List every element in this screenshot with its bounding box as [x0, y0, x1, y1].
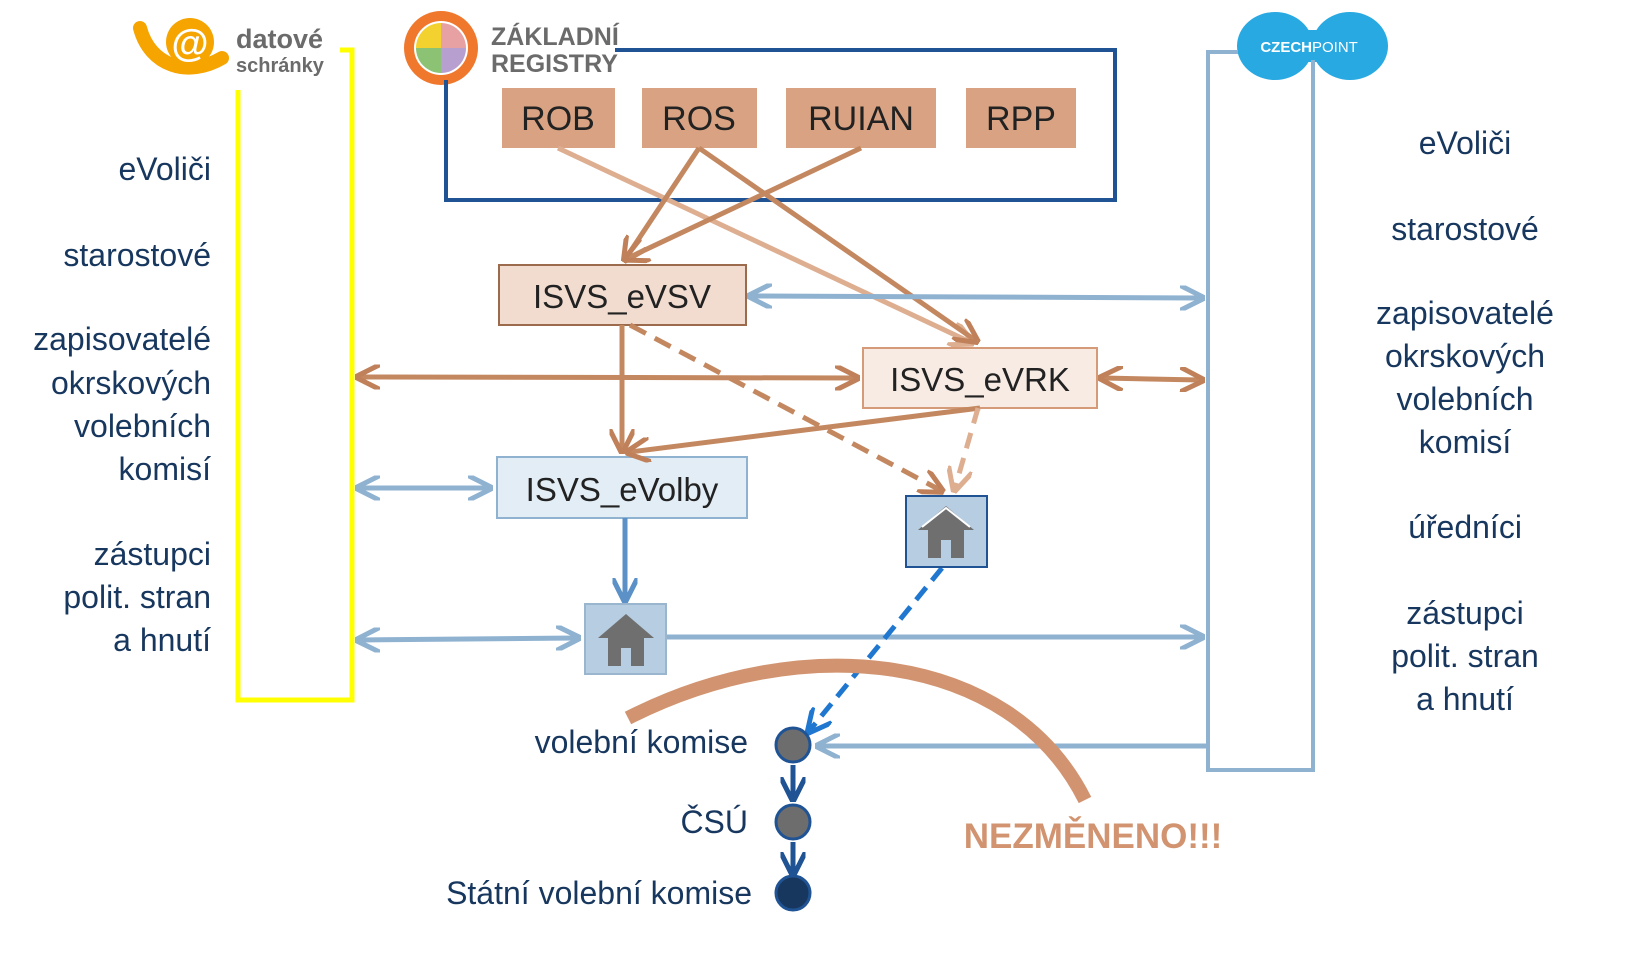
system-label-evolby: ISVS_eVolby [526, 471, 719, 508]
left-role-a-hnuti: a hnutí [113, 622, 211, 658]
register-box-rpp[interactable] [966, 88, 1076, 148]
nezmeneno-text: NEZMĚNENO!!! [964, 816, 1223, 856]
logo-datove-text: datové [236, 24, 323, 54]
logo-schranky-text: schránky [236, 55, 325, 77]
node-circle-icon [774, 726, 812, 764]
result-chain: volební komise ČSÚ Státní volební komise [446, 724, 812, 912]
right-role-evolici: eVoliči [1419, 125, 1512, 161]
register-label-ruian: RUIAN [808, 100, 914, 138]
logo-zakladni-text: ZÁKLADNÍ [491, 22, 620, 51]
nezmeneno-arc [624, 658, 1092, 804]
left-role-volebnich: volebních [74, 408, 211, 444]
chain-label-statni-volebni-komise: Státní volební komise [446, 875, 752, 911]
right-role-starostove: starostové [1391, 211, 1539, 247]
datove-schranky-frame [235, 47, 355, 703]
register-box-ruian[interactable] [786, 88, 936, 148]
zakladni-registry-logo: ZÁKLADNÍ REGISTRY [404, 11, 620, 85]
left-role-polit-stran: polit. stran [63, 579, 211, 615]
right-roles: eVoliči starostové zapisovatelé okrskový… [1376, 125, 1554, 717]
register-boxes: ROB ROS RUIAN RPP [502, 88, 1076, 148]
left-role-starostove: starostové [63, 237, 211, 273]
left-role-zastupci: zástupci [94, 536, 211, 572]
right-role-zastupci: zástupci [1406, 595, 1523, 631]
house-icon [584, 603, 667, 675]
czechpoint-frame [1206, 50, 1315, 772]
system-label-evsv: ISVS_eVSV [533, 278, 711, 315]
logo-point-text: POINT [1312, 39, 1358, 56]
chain-label-volebni-komise: volební komise [535, 724, 748, 760]
left-role-okrskovych: okrskových [51, 365, 211, 401]
node-circle-icon [774, 803, 812, 841]
datove-schranky-logo: @ datové schránky [133, 18, 325, 77]
right-role-komisi: komisí [1419, 424, 1512, 460]
czechpoint-logo: CZECH POINT [1237, 12, 1388, 80]
system-box-evolby[interactable] [496, 456, 748, 519]
right-role-okrskovych: okrskových [1385, 338, 1545, 374]
register-label-ros: ROS [662, 100, 736, 138]
register-box-ros[interactable] [642, 88, 757, 148]
house-icon [905, 495, 988, 568]
left-role-evolici: eVoliči [119, 151, 212, 187]
logo-at-symbol: @ [171, 23, 208, 65]
right-role-polit-stran: polit. stran [1391, 638, 1539, 674]
register-box-rob[interactable] [502, 88, 615, 148]
right-role-volebnich: volebních [1397, 381, 1534, 417]
system-arrows [360, 296, 1208, 746]
chain-label-csu: ČSÚ [680, 804, 748, 840]
system-box-evsv[interactable] [498, 264, 747, 326]
logo-registry-text: REGISTRY [491, 50, 618, 78]
left-roles: eVoliči starostové zapisovatelé okrskový… [33, 151, 211, 658]
system-label-evrk: ISVS_eVRK [890, 361, 1070, 398]
registry-frame [444, 48, 1117, 202]
system-box-evrk[interactable] [862, 347, 1098, 409]
logo-czech-text: CZECH [1260, 39, 1312, 56]
right-role-a-hnuti: a hnutí [1416, 681, 1514, 717]
left-role-zapisovatele: zapisovatelé [33, 321, 211, 357]
register-label-rob: ROB [521, 100, 595, 138]
node-circle-icon [774, 874, 812, 912]
register-label-rpp: RPP [986, 100, 1056, 138]
left-role-komisi: komisí [119, 451, 212, 487]
right-role-urednici: úředníci [1408, 509, 1522, 545]
right-role-zapisovatele: zapisovatelé [1376, 295, 1554, 331]
